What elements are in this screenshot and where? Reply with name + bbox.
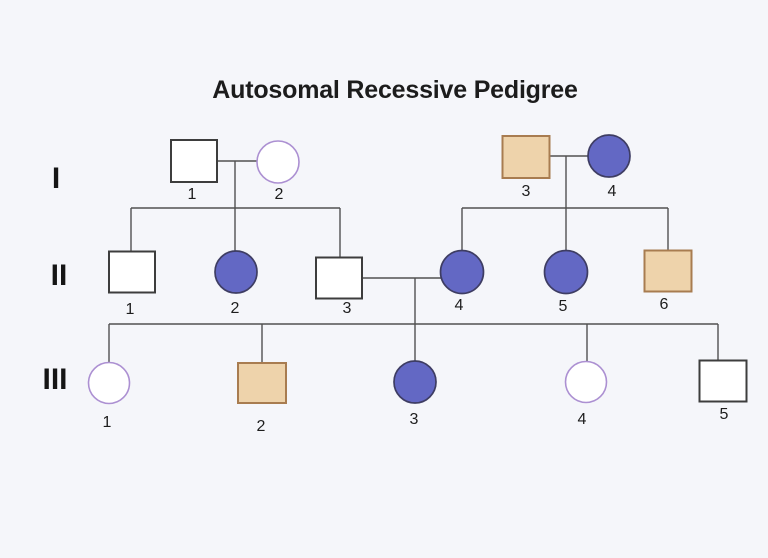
individual-III-1-unaffected-female[interactable]	[87, 361, 131, 405]
individual-number-I-4: 4	[608, 183, 617, 200]
individual-number-III-1: 1	[103, 414, 112, 431]
individual-number-III-5: 5	[720, 406, 729, 423]
individual-number-I-3: 3	[522, 183, 531, 200]
individual-II-5-affected-female[interactable]	[543, 249, 589, 295]
generation-label-II: II	[51, 259, 68, 292]
individual-number-II-1: 1	[126, 301, 135, 318]
generation-label-III: III	[42, 363, 67, 396]
individual-I-2-unaffected-female[interactable]	[256, 140, 300, 184]
individual-number-II-3: 3	[343, 300, 352, 317]
individual-number-II-4: 4	[455, 297, 464, 314]
individual-II-2-affected-female[interactable]	[214, 250, 258, 294]
individual-number-I-1: 1	[188, 186, 197, 203]
chart-title: Autosomal Recessive Pedigree	[212, 75, 578, 104]
individual-number-III-4: 4	[578, 411, 587, 428]
individual-number-II-6: 6	[660, 296, 669, 313]
individual-I-4-affected-female[interactable]	[587, 134, 631, 178]
individual-II-4-affected-female[interactable]	[439, 249, 485, 295]
individual-number-II-2: 2	[231, 300, 240, 317]
individual-III-3-affected-female[interactable]	[393, 360, 437, 404]
individual-number-III-3: 3	[410, 411, 419, 428]
individual-III-2-carrier-male[interactable]	[237, 362, 287, 404]
node-layer	[87, 134, 748, 405]
individual-II-6-carrier-male[interactable]	[643, 249, 693, 293]
individual-II-3-unaffected-male[interactable]	[315, 256, 363, 300]
connector-layer	[108, 155, 719, 364]
individual-III-5-unaffected-male[interactable]	[698, 359, 748, 403]
individual-number-II-5: 5	[559, 298, 568, 315]
generation-label-I: I	[52, 162, 60, 195]
individual-I-3-carrier-male[interactable]	[501, 135, 551, 179]
individual-I-1-unaffected-male[interactable]	[170, 139, 218, 183]
individual-II-1-unaffected-male[interactable]	[108, 250, 156, 294]
individual-III-4-unaffected-female[interactable]	[564, 360, 608, 404]
individual-number-I-2: 2	[275, 186, 284, 203]
individual-number-III-2: 2	[257, 418, 266, 435]
